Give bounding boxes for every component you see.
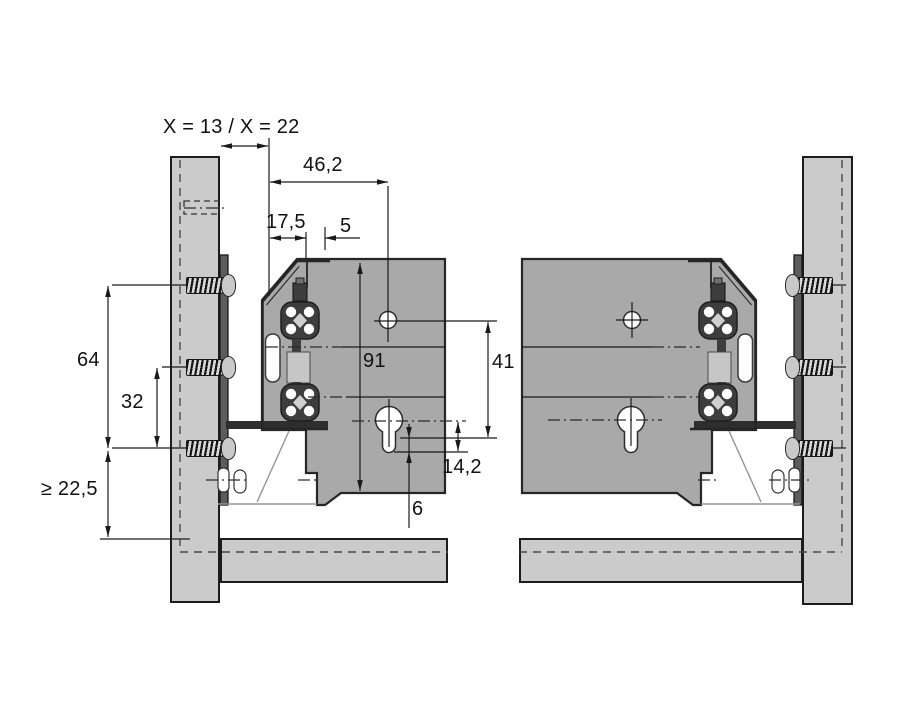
plate-slot-hole <box>233 469 247 494</box>
screw-head <box>785 355 800 379</box>
dim-label-6: 6 <box>412 498 424 520</box>
mounting-plate-right <box>793 254 803 506</box>
dim-label-64: 64 <box>77 349 100 371</box>
dim-label-min-22-5: ≥ 22,5 <box>41 478 98 500</box>
dim-label-46-2: 46,2 <box>303 154 343 176</box>
mounting-plate-left <box>219 254 229 506</box>
bracket-flange-left <box>226 421 328 429</box>
dim-label-17-5: 17,5 <box>266 211 306 233</box>
hidden-rail-outline <box>183 200 220 215</box>
dim-label-32: 32 <box>121 391 144 413</box>
drawer-bottom-panel-right <box>519 538 803 583</box>
dim-label-14-2: 14,2 <box>442 456 482 478</box>
screw-thread <box>797 358 833 376</box>
dim-label-5: 5 <box>340 215 352 237</box>
screw-thread <box>186 439 223 457</box>
screw-thread <box>797 276 833 294</box>
cabinet-side-panel-left <box>170 156 220 603</box>
screw-thread <box>186 276 223 294</box>
screw-head <box>221 355 236 379</box>
cabinet-side-panel-right <box>802 156 853 605</box>
bracket-flange-right <box>694 421 796 429</box>
drawer-bottom-panel-left <box>220 538 448 583</box>
screw-thread <box>797 439 833 457</box>
screw-head <box>785 436 800 460</box>
screw-head <box>221 273 236 297</box>
dim-label-91: 91 <box>363 350 386 372</box>
dim-label-x-formula: X = 13 / X = 22 <box>163 116 300 138</box>
plate-slot-hole <box>771 469 785 494</box>
dim-label-41: 41 <box>492 351 515 373</box>
screw-head <box>221 436 236 460</box>
screw-head <box>785 273 800 297</box>
screw-thread <box>186 358 223 376</box>
